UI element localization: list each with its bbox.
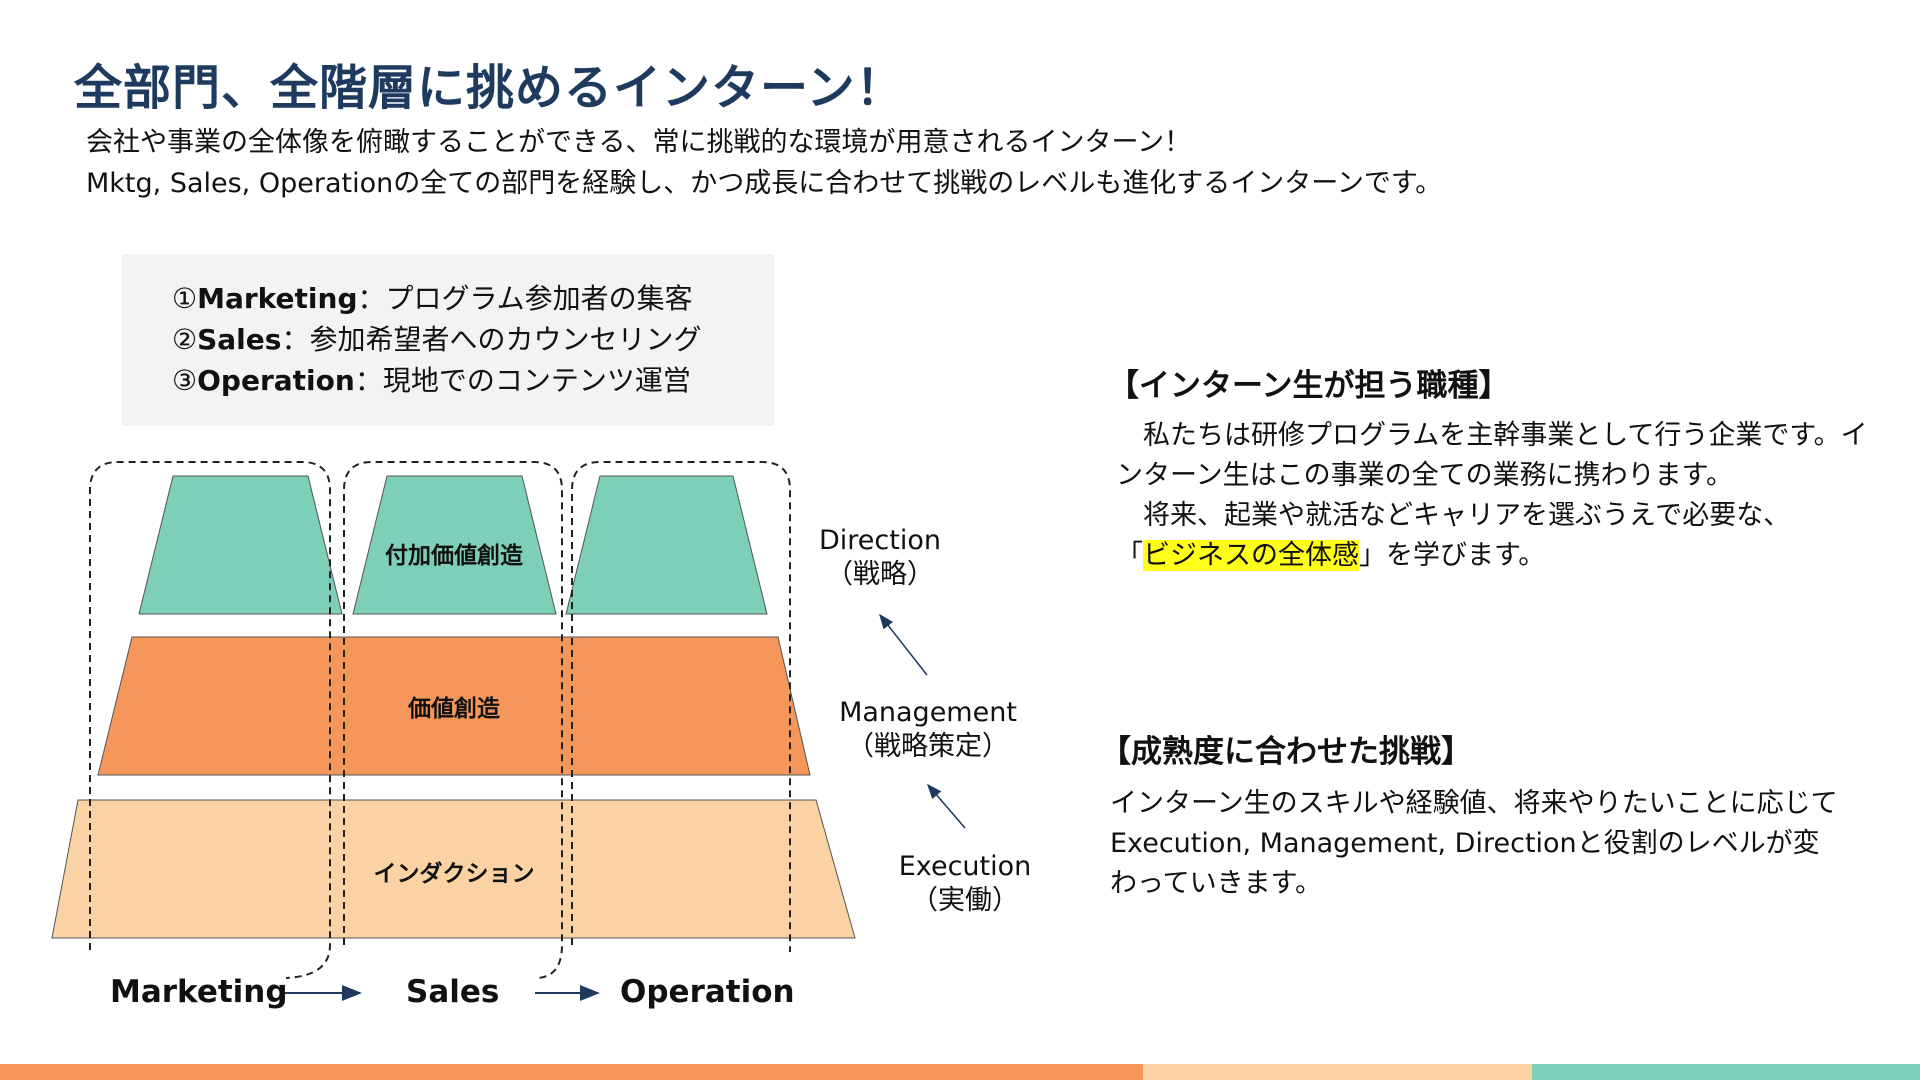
level-label-en: Direction: [819, 525, 941, 556]
roles-section-body: 私たちは研修プログラムを主幹事業として行う企業です。イ ンターン生はこの事業の全…: [1116, 416, 1868, 576]
level-label-ja: （戦略策定）: [847, 731, 1009, 762]
role-item-operation: ③Operation：現地でのコンテンツ運営: [172, 360, 774, 401]
dashed-bracket-operation: [571, 461, 791, 952]
tier-added-value-right: [565, 475, 768, 615]
body-line: Execution, Management, Directionと役割のレベルが…: [1110, 828, 1820, 859]
body-line: わっていきます。: [1110, 868, 1322, 899]
body-text: 「: [1116, 540, 1143, 571]
level-label-en: Execution: [898, 851, 1032, 882]
level-label-ja: （戦略）: [826, 559, 934, 590]
dashed-bracket-marketing: [89, 461, 331, 979]
role-number: ③: [172, 364, 198, 397]
level-label-execution: Execution （実働）: [890, 850, 1040, 918]
tier-added-value-center: [352, 475, 557, 615]
tier-induction: [51, 799, 856, 939]
department-roles-box: ①Marketing：プログラム参加者の集客 ②Sales：参加希望者へのカウン…: [122, 254, 774, 426]
level-arrow-lower: [927, 783, 966, 829]
footer-bar-orange: [0, 1064, 1143, 1080]
role-name: Operation: [197, 364, 355, 397]
footer-bar-peach: [1143, 1064, 1532, 1080]
role-item-marketing: ①Marketing：プログラム参加者の集客: [172, 278, 774, 319]
highlighted-text: ビジネスの全体感: [1143, 540, 1359, 571]
body-line: 私たちは研修プログラムを主幹事業として行う企業です。イ: [1116, 420, 1868, 451]
slide-title: 全部門、全階層に挑めるインターン！: [74, 60, 905, 116]
level-label-direction: Direction （戦略）: [810, 524, 950, 592]
level-arrow-upper: [879, 613, 928, 676]
flow-label-marketing: Marketing: [110, 974, 288, 1010]
tier-label-value-creation: 価値創造: [408, 696, 500, 722]
level-label-en: Management: [839, 697, 1017, 728]
role-description: ：プログラム参加者の集客: [357, 282, 693, 315]
level-label-ja: （実働）: [911, 885, 1019, 916]
flow-label-operation: Operation: [620, 974, 795, 1010]
body-line: インターン生のスキルや経験値、将来やりたいことに応じて: [1110, 788, 1838, 819]
subtitle-line: 会社や事業の全体像を俯瞰することができる、常に挑戦的な環境が用意されるインターン…: [86, 127, 1192, 158]
role-item-sales: ②Sales：参加希望者へのカウンセリング: [172, 319, 774, 360]
role-description: ：参加希望者へのカウンセリング: [281, 323, 702, 356]
tier-label-induction: インダクション: [373, 861, 535, 887]
role-number: ①: [172, 282, 198, 315]
footer-bar-teal: [1532, 1064, 1920, 1080]
challenge-section-heading: 【成熟度に合わせた挑戦】: [1100, 734, 1472, 770]
body-line: 将来、起業や就活などキャリアを選ぶうえで必要な、: [1116, 500, 1791, 531]
role-number: ②: [172, 323, 198, 356]
tier-label-added-value: 付加価値創造: [385, 543, 523, 569]
role-name: Sales: [197, 323, 282, 356]
tier-added-value-left: [138, 475, 343, 615]
role-description: ：現地でのコンテンツ運営: [354, 364, 691, 397]
body-line: ンターン生はこの事業の全ての業務に携わります。: [1116, 460, 1733, 491]
subtitle-line: Mktg, Sales, Operationの全ての部門を経験し、かつ成長に合わ…: [86, 168, 1443, 199]
flow-label-sales: Sales: [406, 974, 500, 1010]
role-name: Marketing: [197, 282, 358, 315]
level-label-management: Management （戦略策定）: [838, 696, 1018, 764]
roles-section-heading: 【インターン生が担う職種】: [1108, 368, 1510, 404]
body-text: 」を学びます。: [1359, 540, 1546, 571]
body-line: 「ビジネスの全体感」を学びます。: [1116, 536, 1868, 576]
challenge-section-body: インターン生のスキルや経験値、将来やりたいことに応じて Execution, M…: [1110, 784, 1838, 904]
slide-subtitle: 会社や事業の全体像を俯瞰することができる、常に挑戦的な環境が用意されるインターン…: [86, 122, 1442, 204]
